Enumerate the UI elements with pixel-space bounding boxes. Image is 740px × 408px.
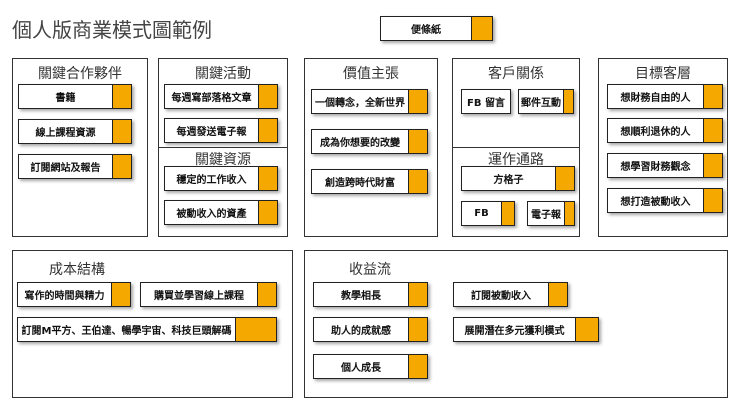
note-tab bbox=[564, 202, 574, 225]
sticky-note[interactable]: 被動收入的資產 bbox=[164, 200, 278, 225]
sticky-note[interactable]: 展開潛在多元獲利模式 bbox=[453, 317, 599, 342]
note-text: FB bbox=[474, 208, 489, 219]
note-text: 助人的成就感 bbox=[331, 326, 391, 337]
sticky-note[interactable]: 成為你想要的改變 bbox=[311, 129, 428, 154]
note-tab bbox=[258, 201, 277, 224]
note-text: 訂閱被動收入 bbox=[471, 291, 531, 302]
note-tab bbox=[258, 119, 277, 142]
note-tab bbox=[408, 130, 427, 153]
note-tab bbox=[703, 119, 722, 142]
sticky-note[interactable]: 訂閱網站及報告 bbox=[18, 154, 132, 179]
note-text: 購買並學習線上課程 bbox=[154, 291, 244, 302]
sticky-note[interactable]: 每週發送電子報 bbox=[164, 118, 278, 143]
sticky-note[interactable]: 訂閱M平方、王伯達、暢學宇宙、科技巨頭解碼 bbox=[17, 317, 277, 342]
section-title: 收益流 bbox=[349, 262, 391, 278]
sticky-note[interactable]: 方格子 bbox=[461, 166, 575, 191]
sticky-note[interactable]: 購買並學習線上課程 bbox=[140, 282, 277, 307]
sticky-note[interactable]: 電子報 bbox=[527, 201, 575, 226]
sticky-note[interactable]: 郵件互動 bbox=[518, 89, 574, 114]
note-text: 教學相長 bbox=[341, 291, 381, 302]
section-divider bbox=[159, 147, 287, 148]
sticky-note[interactable]: 穩定的工作收入 bbox=[164, 166, 278, 191]
section-title-key-resources: 關鍵資源 bbox=[195, 152, 251, 168]
note-text: 訂閱M平方、王伯達、暢學宇宙、科技巨頭解碼 bbox=[21, 326, 232, 337]
sticky-note[interactable]: 想打造被動收入 bbox=[607, 188, 723, 213]
note-tab bbox=[703, 154, 722, 177]
section-title: 價值主張 bbox=[343, 66, 399, 82]
note-tab bbox=[235, 318, 276, 341]
sticky-note[interactable]: 創造跨時代財富 bbox=[311, 169, 428, 194]
sticky-note[interactable]: 訂閱被動收入 bbox=[453, 282, 568, 307]
sticky-note[interactable]: 想學習財務觀念 bbox=[607, 153, 723, 178]
note-tab bbox=[258, 85, 277, 108]
note-tab bbox=[408, 318, 427, 341]
note-tab bbox=[703, 189, 722, 212]
sticky-note[interactable]: 每週寫部落格文章 bbox=[164, 84, 278, 109]
sticky-note[interactable]: 一個轉念，全新世界 bbox=[311, 89, 428, 114]
note-tab bbox=[112, 155, 131, 178]
section-title: 關鍵活動 bbox=[195, 66, 251, 82]
sticky-note[interactable]: FB 留言 bbox=[461, 89, 511, 114]
note-tab bbox=[408, 283, 427, 306]
section-divider bbox=[453, 147, 579, 148]
note-text: FB 留言 bbox=[467, 98, 505, 109]
note-text: 想財務自由的人 bbox=[620, 93, 691, 104]
note-tab bbox=[258, 167, 277, 190]
note-tab bbox=[408, 170, 427, 193]
note-tab bbox=[257, 283, 276, 306]
note-text: 想打造被動收入 bbox=[620, 197, 691, 208]
section-title-channels: 運作通路 bbox=[488, 152, 544, 168]
sticky-note[interactable]: 寫作的時間與精力 bbox=[17, 282, 131, 307]
note-tab bbox=[112, 85, 131, 108]
note-text: 訂閱網站及報告 bbox=[30, 163, 101, 174]
sticky-note[interactable]: 線上課程資源 bbox=[18, 119, 132, 144]
note-text: 每週寫部落格文章 bbox=[171, 93, 252, 104]
note-tab bbox=[555, 167, 574, 190]
sticky-note[interactable]: 想順利退休的人 bbox=[607, 118, 723, 143]
note-text: 創造跨時代財富 bbox=[325, 178, 395, 189]
note-text: 展開潛在多元獲利模式 bbox=[464, 326, 565, 337]
sticky-note[interactable]: 個人成長 bbox=[313, 354, 428, 379]
note-tab bbox=[703, 85, 722, 108]
note-text: 想順利退休的人 bbox=[620, 127, 691, 138]
note-tab bbox=[112, 120, 131, 143]
note-label: 便條紙 bbox=[411, 25, 441, 36]
sticky-note[interactable]: 教學相長 bbox=[313, 282, 428, 307]
note-tab bbox=[501, 202, 514, 225]
section-title: 目標客層 bbox=[635, 66, 691, 82]
sticky-note[interactable]: 書籍 bbox=[18, 84, 132, 109]
sticky-note-legend[interactable]: 便條紙 bbox=[380, 16, 493, 41]
note-text: 穩定的工作收入 bbox=[176, 175, 247, 186]
sticky-note[interactable]: 想財務自由的人 bbox=[607, 84, 723, 109]
note-tab bbox=[408, 90, 427, 113]
note-text: 方格子 bbox=[493, 175, 524, 186]
section-title: 關鍵合作夥伴 bbox=[38, 66, 122, 82]
note-tab bbox=[471, 17, 492, 40]
note-text: 書籍 bbox=[55, 93, 76, 104]
note-text: 電子報 bbox=[531, 210, 561, 221]
sticky-note[interactable]: FB bbox=[461, 201, 515, 226]
note-text: 一個轉念，全新世界 bbox=[315, 98, 405, 109]
note-tab bbox=[575, 318, 598, 341]
note-tab bbox=[563, 90, 573, 113]
page-title: 個人版商業模式圖範例 bbox=[12, 18, 212, 42]
sticky-note[interactable]: 助人的成就感 bbox=[313, 317, 428, 342]
note-text: 成為你想要的改變 bbox=[320, 138, 400, 149]
note-text: 郵件互動 bbox=[521, 98, 561, 109]
note-tab bbox=[408, 355, 427, 378]
note-text: 每週發送電子報 bbox=[176, 127, 247, 138]
note-tab bbox=[548, 283, 567, 306]
note-text: 寫作的時間與精力 bbox=[24, 291, 105, 302]
note-text: 線上課程資源 bbox=[35, 128, 96, 139]
section-title: 客戶關係 bbox=[488, 66, 544, 82]
section-title: 成本結構 bbox=[49, 262, 105, 278]
note-text: 個人成長 bbox=[341, 363, 381, 374]
note-tab bbox=[111, 283, 130, 306]
note-text: 想學習財務觀念 bbox=[620, 162, 691, 173]
note-text: 被動收入的資產 bbox=[176, 209, 247, 220]
